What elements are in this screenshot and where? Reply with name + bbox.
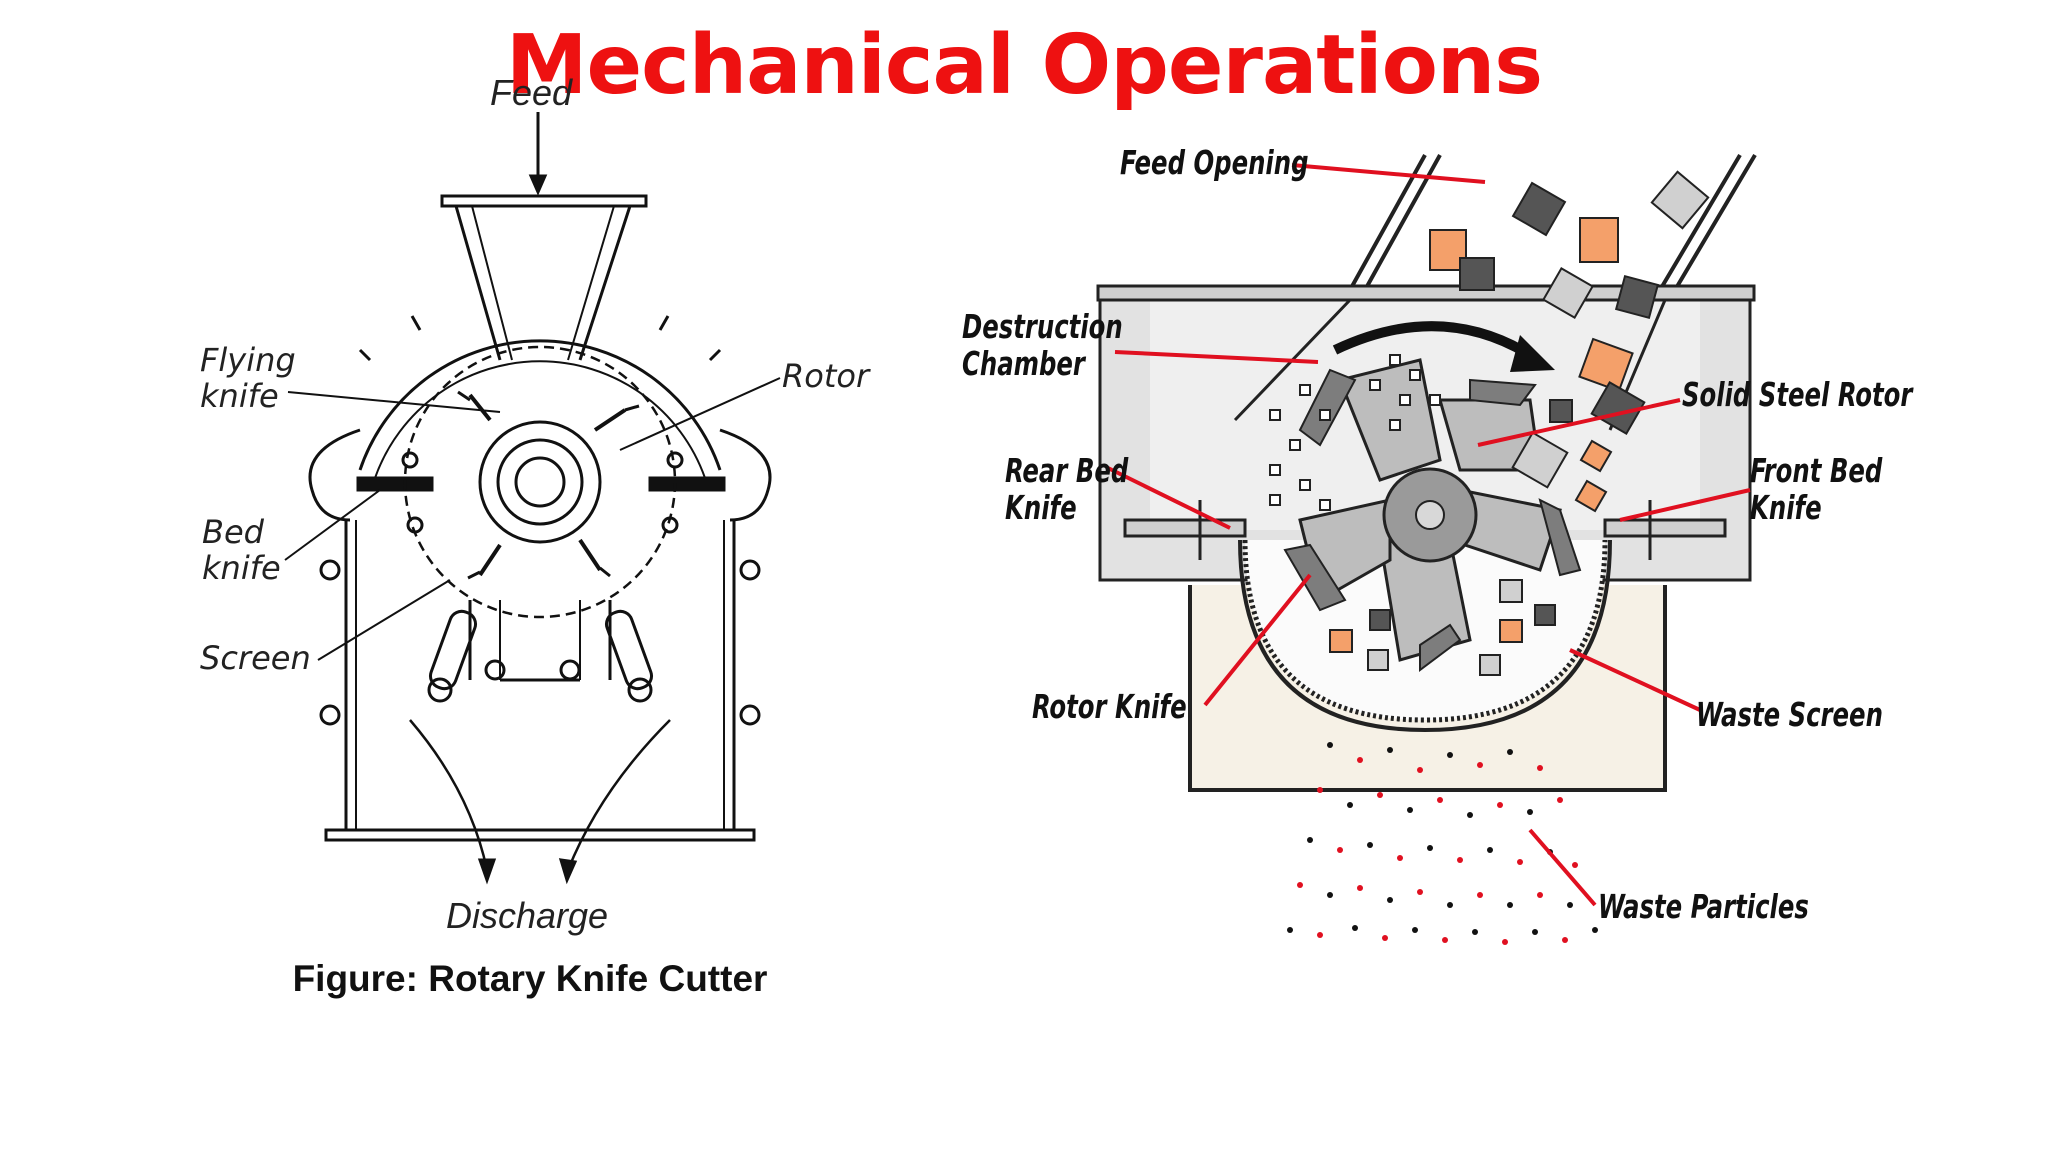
feed-opening-label: Feed Opening <box>1120 143 1309 182</box>
waste-particles-label: Waste Particles <box>1598 887 1809 926</box>
figure-caption: Figure: Rotary Knife Cutter <box>292 958 768 999</box>
rotor-knife-label: Rotor Knife <box>1032 687 1187 726</box>
screen-label: Screen <box>200 639 311 677</box>
waste-screen-label: Waste Screen <box>1696 695 1883 734</box>
waste-particle-spray <box>1287 742 1598 945</box>
front-bed-knife-label: Front Bed Knife <box>1750 452 1882 526</box>
rear-bed-knife-label-line1: Rear Bed <box>1005 451 1129 490</box>
flying-knife-label-line1: Flying <box>200 341 296 379</box>
solid-steel-rotor-label: Solid Steel Rotor <box>1682 375 1913 414</box>
destruction-chamber-label-line1: Destruction <box>962 307 1123 346</box>
bed-knife-label-line1: Bed <box>202 513 264 551</box>
discharge-label: Discharge <box>446 895 609 936</box>
destruction-chamber-label-line2: Chamber <box>962 344 1085 383</box>
rotor-label: Rotor <box>782 357 870 395</box>
front-bed-knife-label-line2: Knife <box>1750 488 1822 527</box>
rear-bed-knife-label: Rear Bed Knife <box>1005 452 1128 526</box>
feed-label: Feed <box>490 72 573 113</box>
feed-arrow-head <box>528 174 548 196</box>
front-bed-knife-label-line1: Front Bed <box>1750 451 1883 490</box>
flying-knife-label: Flying knife <box>200 342 296 414</box>
page-title: Mechanical Operations <box>505 18 1543 113</box>
rear-bed-knife-label-line2: Knife <box>1005 488 1077 527</box>
flying-knife-label-line2: knife <box>200 377 279 415</box>
bed-knife-label-line2: knife <box>202 549 281 587</box>
destruction-chamber-label: Destruction Chamber <box>962 308 1123 382</box>
bed-knife-label: Bed knife <box>202 514 281 586</box>
